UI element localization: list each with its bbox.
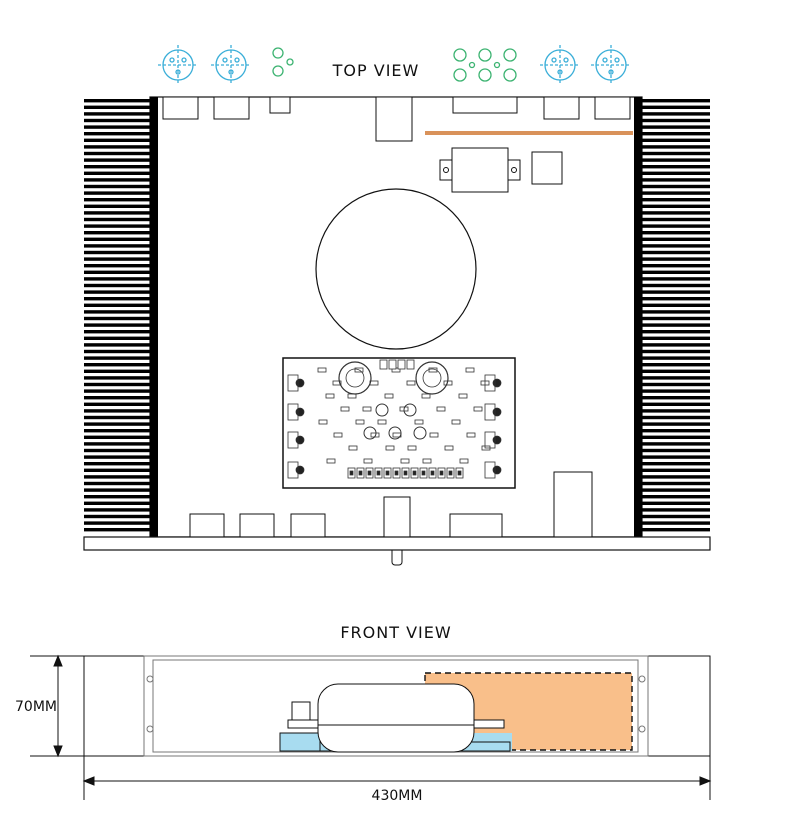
xlr-connector-icon xyxy=(158,45,631,85)
amplifier-pcb xyxy=(282,357,516,489)
right-heatsink xyxy=(634,97,710,537)
rear-connectors xyxy=(162,96,631,142)
height-dimension xyxy=(30,654,84,758)
front-view-chassis xyxy=(83,655,711,757)
toroidal-transformer xyxy=(315,188,477,350)
top-view-label: TOP VIEW xyxy=(332,61,420,80)
small-transformer xyxy=(439,147,563,193)
copper-bus-strip xyxy=(425,131,633,135)
front-face-plate xyxy=(83,536,711,551)
width-dimension-label: 430MM xyxy=(372,788,423,804)
front-view-transformer xyxy=(279,683,512,753)
left-heatsink xyxy=(84,97,158,537)
width-dimension xyxy=(82,756,712,800)
height-dimension-label: 70MM xyxy=(15,699,57,715)
binding-post-icon xyxy=(272,47,517,82)
front-view-label: FRONT VIEW xyxy=(340,623,451,642)
